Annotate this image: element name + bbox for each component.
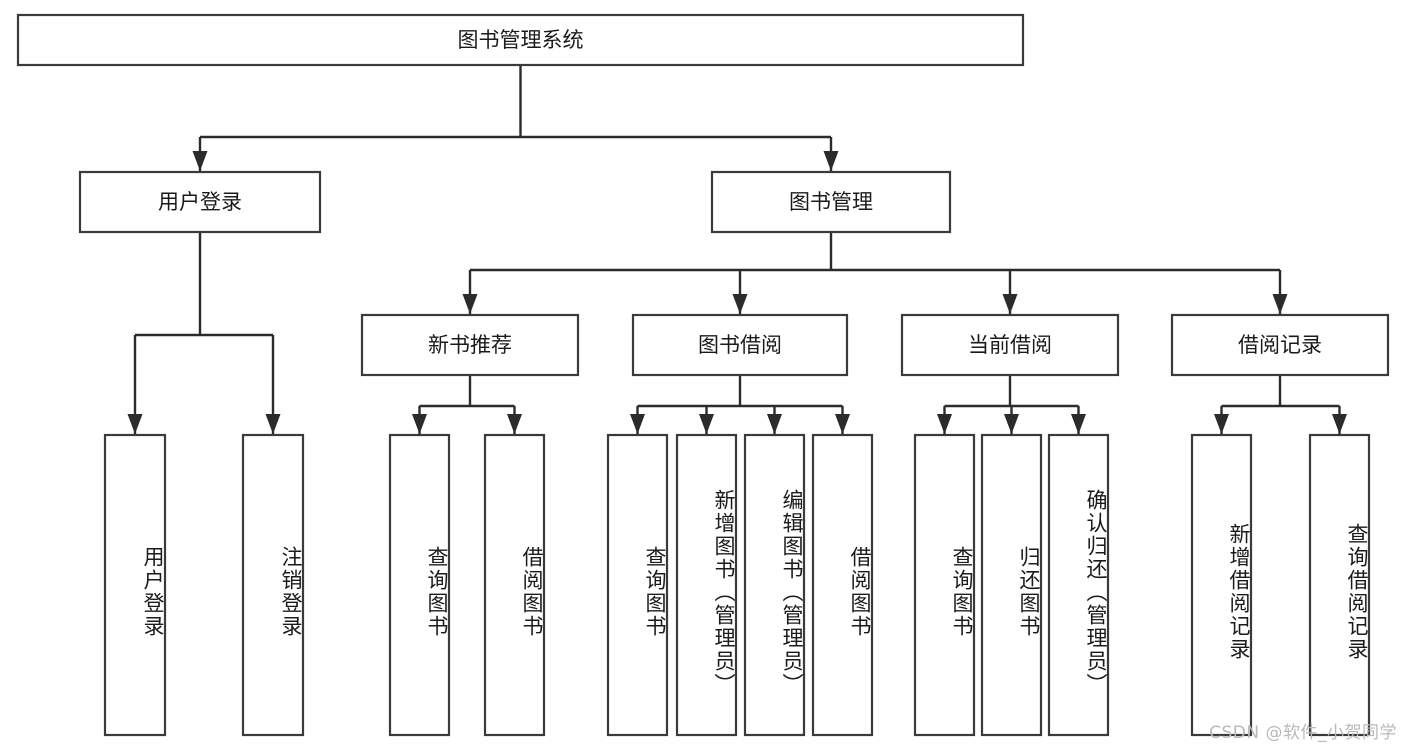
arrow-head-icon: [462, 294, 478, 314]
connector-layer: [127, 65, 1347, 434]
arrow-head-icon: [127, 414, 143, 434]
csdn-watermark: CSDN @软件_小贺同学: [1209, 723, 1397, 743]
arrow-head-icon: [412, 414, 427, 434]
node-leaf-query-book-1[interactable]: [388, 433, 451, 737]
arrow-head-icon: [1002, 294, 1018, 314]
node-current-borrow[interactable]: [900, 313, 1120, 377]
node-label-new-book-recommend: 新书推荐: [428, 333, 512, 357]
arrow-head-icon: [1214, 414, 1229, 434]
node-borrow-record[interactable]: [1170, 313, 1390, 377]
node-root-system[interactable]: [16, 13, 1025, 67]
arrow-head-icon: [1071, 414, 1086, 434]
arrow-head-icon: [1272, 294, 1288, 314]
node-label-borrow-record: 借阅记录: [1238, 333, 1322, 357]
node-leaf-add-record[interactable]: [1190, 433, 1253, 737]
node-label-root-system: 图书管理系统: [458, 28, 584, 52]
arrow-head-icon: [732, 294, 748, 314]
arrow-head-icon: [1332, 414, 1347, 434]
arrow-head-icon: [630, 414, 645, 434]
node-box-layer: [16, 13, 1390, 737]
node-leaf-user-login[interactable]: [103, 433, 167, 737]
node-leaf-query-book-2[interactable]: [606, 433, 669, 737]
node-user-login[interactable]: [78, 170, 322, 234]
node-leaf-edit-book[interactable]: [743, 433, 806, 737]
arrow-head-icon: [265, 414, 281, 434]
node-label-current-borrow: 当前借阅: [968, 333, 1052, 357]
node-book-borrow[interactable]: [631, 313, 849, 377]
arrow-head-icon: [507, 414, 522, 434]
arrow-head-icon: [699, 414, 714, 434]
node-book-manage[interactable]: [710, 170, 952, 234]
node-leaf-borrow-book-1[interactable]: [483, 433, 546, 737]
node-label-book-borrow: 图书借阅: [698, 333, 782, 357]
node-leaf-user-logout[interactable]: [241, 433, 305, 737]
node-leaf-confirm-return[interactable]: [1047, 433, 1110, 737]
arrow-head-icon: [823, 151, 839, 171]
node-leaf-query-record[interactable]: [1308, 433, 1371, 737]
arrow-head-icon: [937, 414, 952, 434]
node-leaf-borrow-book-2[interactable]: [811, 433, 874, 737]
arrow-head-icon: [835, 414, 850, 434]
node-label-user-login: 用户登录: [158, 190, 242, 214]
node-leaf-query-book-3[interactable]: [913, 433, 976, 737]
node-label-book-manage: 图书管理: [789, 190, 873, 214]
node-leaf-return-book[interactable]: [980, 433, 1043, 737]
node-new-book-recommend[interactable]: [360, 313, 580, 377]
arrow-head-icon: [767, 414, 782, 434]
arrow-head-icon: [1004, 414, 1019, 434]
arrow-head-icon: [192, 151, 208, 171]
node-leaf-add-book[interactable]: [675, 433, 738, 737]
